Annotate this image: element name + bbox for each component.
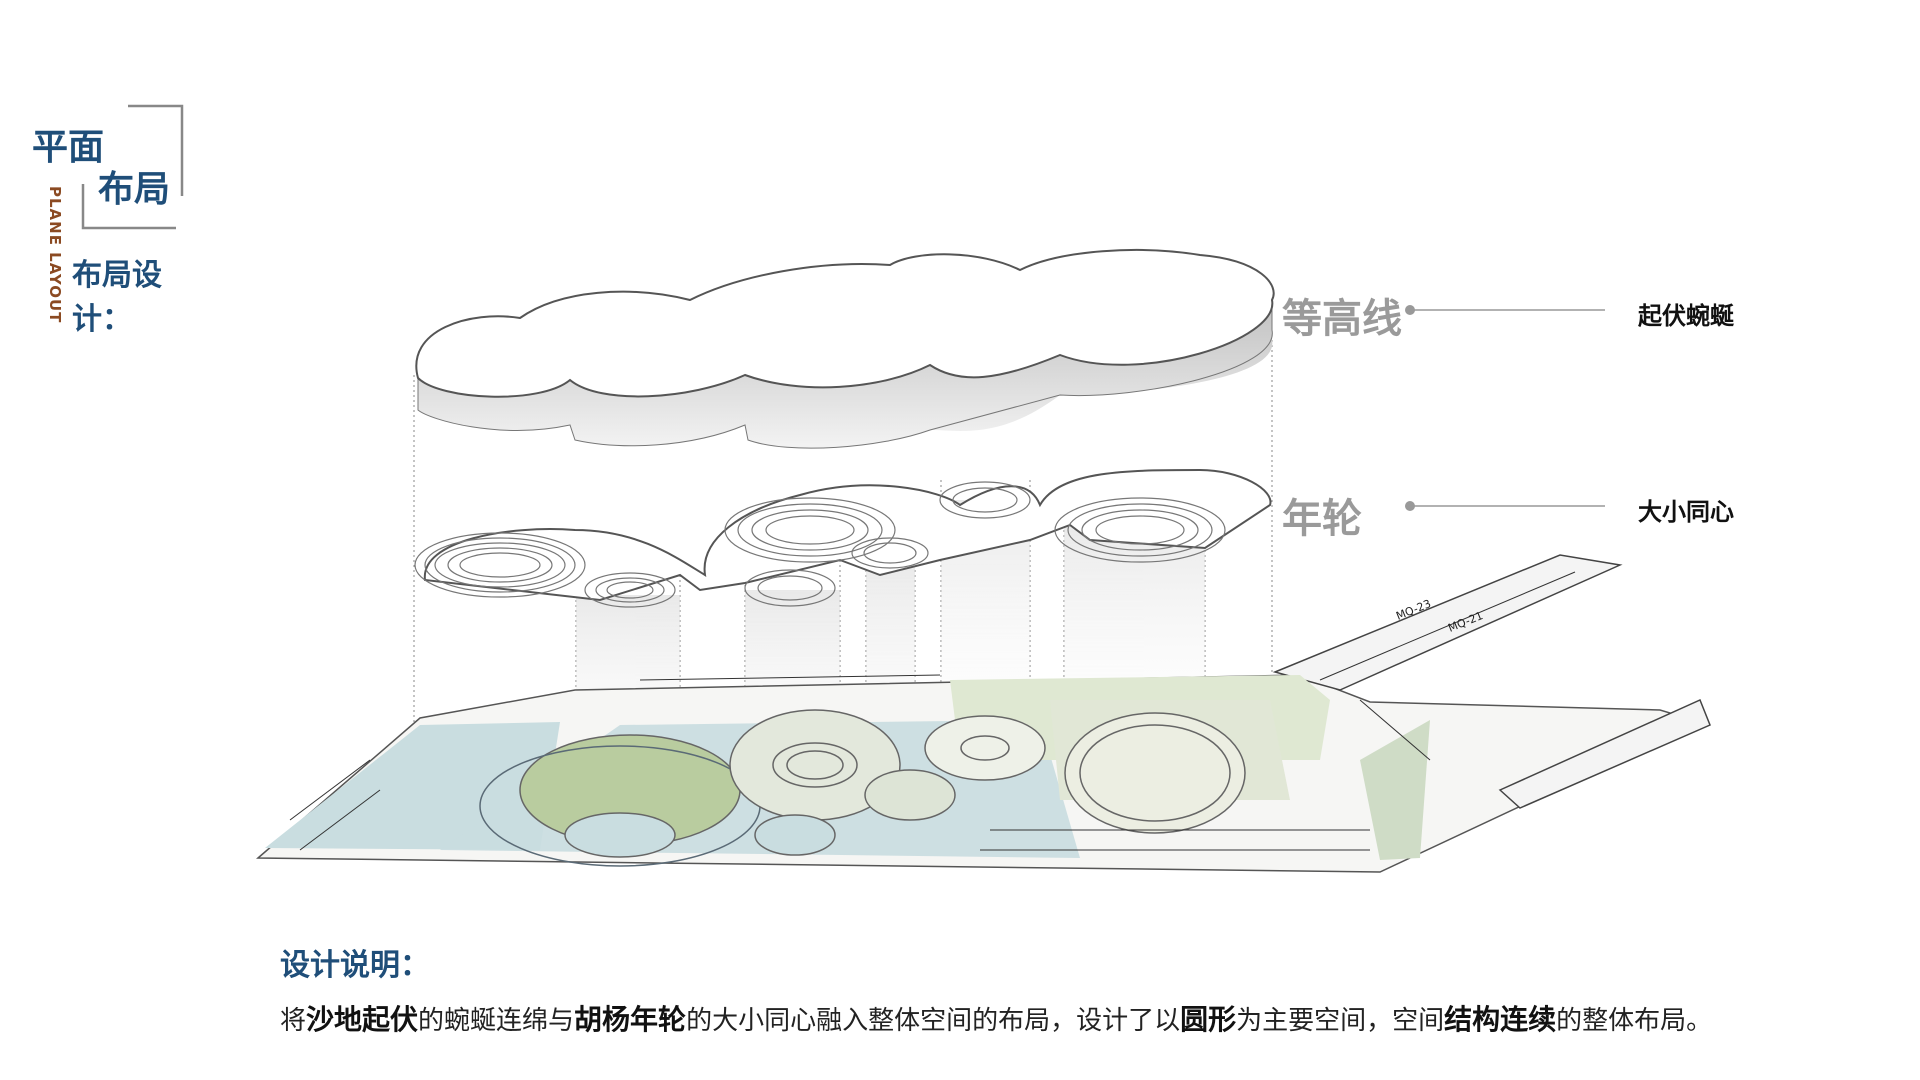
design-notes-heading: 设计说明：	[280, 948, 430, 983]
note-segment: 为主要空间，空间	[1236, 1006, 1445, 1036]
note-segment-bold: 胡杨年轮	[574, 1003, 687, 1036]
note-segment-bold: 圆形	[1180, 1003, 1237, 1036]
layer-label-rings: 年轮	[1282, 496, 1362, 542]
note-segment-bold: 沙地起伏	[306, 1003, 419, 1036]
floor-plan: MQ-23 MQ-21	[256, 554, 1711, 873]
title-line-2: 布局	[98, 169, 171, 210]
layer-desc-contour: 起伏蜿蜒	[1638, 302, 1734, 330]
title-block: 平面 布局 PLANE LAYOUT 布局设计：	[28, 100, 198, 340]
title-frame	[81, 104, 184, 230]
contour-layer	[415, 249, 1275, 449]
design-notes-body: 将沙地起伏的蜿蜒连绵与胡杨年轮的大小同心融入整体空间的布局，设计了以圆形为主要空…	[280, 998, 1712, 1038]
section-heading: 布局设计：	[72, 258, 162, 337]
note-segment: 的大小同心融入整体空间的布局，设计了以	[686, 1006, 1181, 1036]
callout-lines	[1405, 305, 1605, 511]
title-line-1: 平面	[32, 127, 105, 168]
plan-circles	[479, 709, 1246, 867]
layer-desc-rings: 大小同心	[1638, 498, 1734, 526]
title-english: PLANE LAYOUT	[46, 186, 64, 324]
note-segment: 的蜿蜒连绵与	[418, 1006, 575, 1036]
note-segment: 的整体布局。	[1556, 1006, 1713, 1036]
layer-label-contour: 等高线	[1282, 296, 1402, 342]
plan-walls	[289, 571, 1576, 851]
note-segment: 将	[280, 1006, 307, 1036]
note-segment-bold: 结构连续	[1444, 1003, 1557, 1036]
ring-layer	[414, 468, 1272, 608]
